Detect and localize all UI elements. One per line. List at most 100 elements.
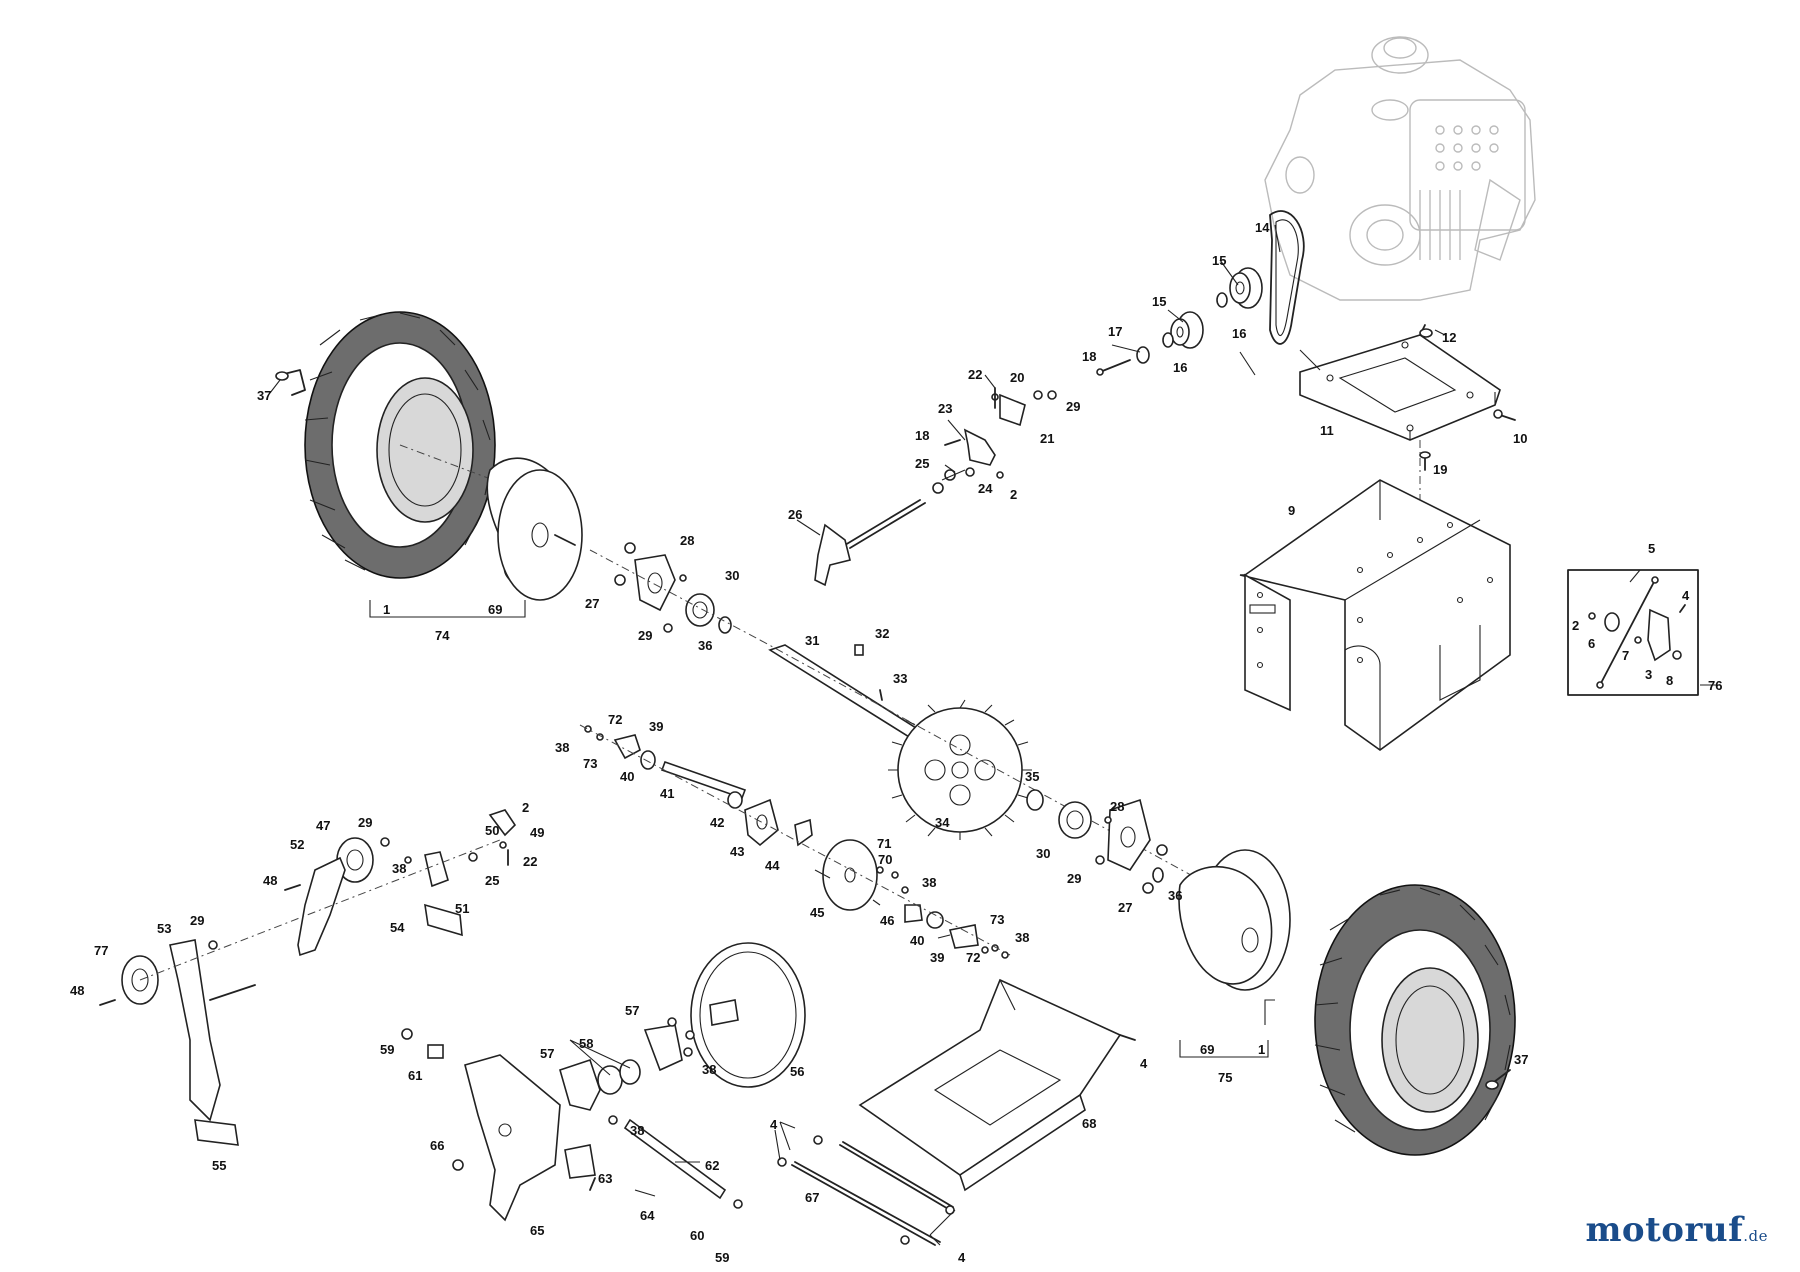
shift-linkage (814, 387, 1057, 587)
callout-46: 46 (880, 913, 894, 928)
callout-61: 61 (408, 1068, 422, 1083)
callout-28: 28 (680, 533, 694, 548)
callout-62: 62 (705, 1158, 719, 1173)
callout-22: 22 (523, 854, 537, 869)
callout-60: 60 (690, 1228, 704, 1243)
callout-29: 29 (358, 815, 372, 830)
callout-16: 16 (1232, 326, 1246, 341)
callout-leaders (269, 224, 1720, 1246)
frame-housing (1239, 479, 1511, 751)
callout-64: 64 (640, 1208, 655, 1223)
idler-assembly (99, 809, 517, 1146)
callout-15: 15 (1152, 294, 1166, 309)
callout-9: 9 (1288, 503, 1295, 518)
callout-5: 5 (1648, 541, 1655, 556)
callout-38: 38 (630, 1123, 644, 1138)
callout-52: 52 (290, 837, 304, 852)
callout-38: 38 (702, 1062, 716, 1077)
callout-59: 59 (715, 1250, 729, 1265)
callout-58: 58 (579, 1036, 593, 1051)
callout-48: 48 (263, 873, 277, 888)
brand-logo: motoruf.de (1585, 1210, 1768, 1250)
callout-29: 29 (190, 913, 204, 928)
callout-50: 50 (485, 823, 499, 838)
callout-18: 18 (1082, 349, 1096, 364)
callout-21: 21 (1040, 431, 1054, 446)
callout-54: 54 (390, 920, 405, 935)
brand-name: motoruf (1585, 1210, 1744, 1250)
callout-51: 51 (455, 901, 469, 916)
left-rim (486, 457, 583, 601)
callout-53: 53 (157, 921, 171, 936)
callout-59: 59 (380, 1042, 394, 1057)
callout-11: 11 (1320, 423, 1334, 438)
callout-73: 73 (990, 912, 1004, 927)
bottom-plate-and-rods (777, 978, 1136, 1246)
callout-66: 66 (430, 1138, 444, 1153)
callout-31: 31 (805, 633, 819, 648)
right-bearing-set (1026, 789, 1168, 894)
callout-38: 38 (555, 740, 569, 755)
callout-30: 30 (1036, 846, 1050, 861)
callout-39: 39 (649, 719, 663, 734)
callout-3: 3 (1645, 667, 1652, 682)
callout-19: 19 (1433, 462, 1447, 477)
callout-55: 55 (212, 1158, 226, 1173)
right-tire (1314, 884, 1516, 1156)
drive-pulley (690, 942, 806, 1088)
drive-belt (1269, 210, 1305, 345)
callout-7: 7 (1622, 648, 1629, 663)
callout-70: 70 (878, 852, 892, 867)
callout-37: 37 (1514, 1052, 1528, 1067)
callout-26: 26 (788, 507, 802, 522)
callout-36: 36 (1168, 888, 1182, 903)
callout-77: 77 (94, 943, 108, 958)
callout-38: 38 (922, 875, 936, 890)
callout-15: 15 (1212, 253, 1226, 268)
callout-44: 44 (765, 858, 780, 873)
callout-43: 43 (730, 844, 744, 859)
callout-27: 27 (585, 596, 599, 611)
callout-4: 4 (958, 1250, 966, 1265)
callout-34: 34 (935, 815, 950, 830)
callout-6: 6 (1588, 636, 1595, 651)
callout-29: 29 (638, 628, 652, 643)
engine-mounting-plate (1299, 324, 1516, 520)
callout-8: 8 (1666, 673, 1673, 688)
lower-bracket-assembly (401, 1017, 743, 1222)
callout-38: 38 (1015, 930, 1029, 945)
kit-box-76 (1567, 569, 1699, 696)
lynch-pin-left (275, 369, 306, 396)
callout-2: 2 (1010, 487, 1017, 502)
callout-40: 40 (620, 769, 634, 784)
callout-35: 35 (1025, 769, 1039, 784)
engine-illustration (1264, 36, 1536, 301)
callout-57: 57 (540, 1046, 554, 1061)
callout-63: 63 (598, 1171, 612, 1186)
callout-28: 28 (1110, 799, 1124, 814)
callout-38: 38 (392, 861, 406, 876)
callout-65: 65 (530, 1223, 544, 1238)
axle-and-gear (759, 639, 1201, 881)
callout-67: 67 (805, 1190, 819, 1205)
callout-27: 27 (1118, 900, 1132, 915)
callout-12: 12 (1442, 330, 1456, 345)
callout-42: 42 (710, 815, 724, 830)
callout-4: 4 (1140, 1056, 1148, 1071)
callout-16: 16 (1173, 360, 1187, 375)
callout-73: 73 (583, 756, 597, 771)
callout-57: 57 (625, 1003, 639, 1018)
callout-30: 30 (725, 568, 739, 583)
callout-24: 24 (978, 481, 993, 496)
callout-4: 4 (770, 1117, 778, 1132)
callout-48: 48 (70, 983, 84, 998)
callout-37: 37 (257, 388, 271, 403)
callout-68: 68 (1082, 1116, 1096, 1131)
callout-32: 32 (875, 626, 889, 641)
callout-69: 69 (1200, 1042, 1214, 1057)
callout-1: 1 (1258, 1042, 1265, 1057)
callout-14: 14 (1255, 220, 1270, 235)
callout-40: 40 (910, 933, 924, 948)
callout-76: 76 (1708, 678, 1722, 693)
